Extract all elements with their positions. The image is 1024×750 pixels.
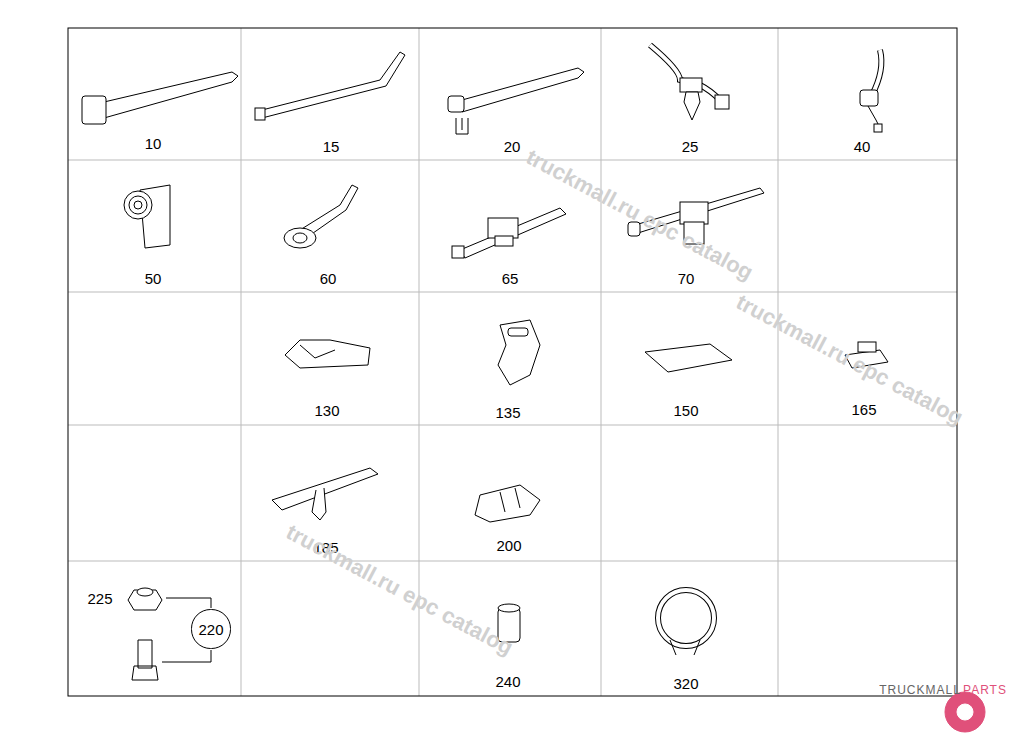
- logo-text: PARTS: [963, 684, 1007, 696]
- callout-number: 50: [145, 271, 162, 286]
- watermark: truckmall.ru epc catalog: [733, 291, 967, 429]
- callout-number: 320: [673, 676, 698, 691]
- callout-number: 150: [673, 403, 698, 418]
- callout-number: 165: [851, 402, 876, 417]
- callout-number: 200: [496, 538, 521, 553]
- callout-number: 225: [87, 591, 112, 606]
- callout-number: 10: [145, 136, 162, 151]
- callout-number: 15: [323, 139, 340, 154]
- callout-number: 60: [320, 271, 337, 286]
- callout-number: 135: [495, 405, 520, 420]
- callout-number: 220: [198, 622, 223, 637]
- logo-text: TRUCKMALL: [879, 684, 961, 696]
- callout-number: 40: [854, 139, 871, 154]
- watermark: truckmall.ru epc catalog: [283, 521, 517, 659]
- callout-circle: 220: [191, 609, 230, 648]
- callout-number: 240: [495, 674, 520, 689]
- callout-number: 65: [502, 271, 519, 286]
- watermark: truckmall.ru epc catalog: [523, 146, 757, 284]
- callout-number: 20: [504, 139, 521, 154]
- callout-number: 70: [678, 271, 695, 286]
- callout-number: 25: [682, 139, 699, 154]
- callout-number: 130: [314, 403, 339, 418]
